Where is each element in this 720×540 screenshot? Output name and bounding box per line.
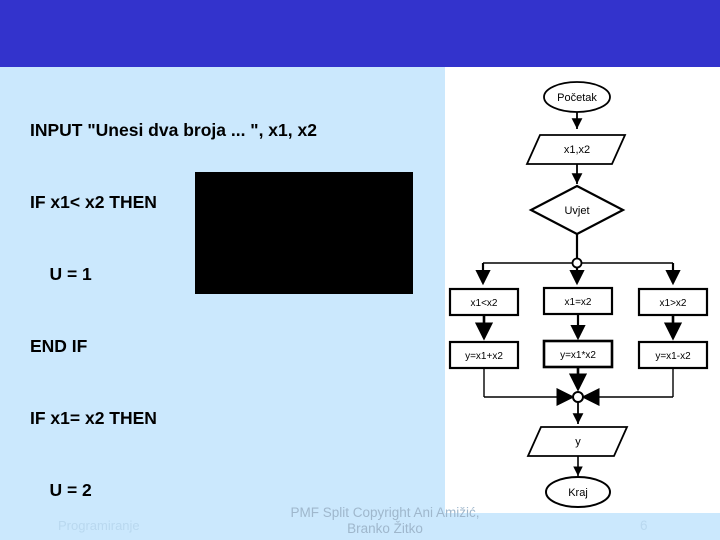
flow-node-end-shape [545,476,611,508]
footer-copyright: PMF Split Copyright Ani Amižić, Branko Ž… [255,505,515,537]
flow-node-input-label: x1,x2 [564,144,590,156]
flow-node-branch-center-label: x1=x2 [565,297,592,308]
flow-junction-bottom [572,391,584,403]
flow-node-branch-center-shape [542,286,614,316]
flow-node-calc-left-label: y=x1+x2 [465,351,503,362]
code-line: IF x1= x2 THEN [30,408,157,428]
code-line: IF x1< x2 THEN [30,192,157,212]
footer-copyright-line-1: PMF Split Copyright Ani Amižić, [290,505,480,520]
page-number: 6 [640,518,648,533]
code-line: END IF [30,336,88,356]
flowchart-svg: Početak x1,x2 Uvjet x1<x2 x1=x2 x1>x2 [448,81,709,508]
flow-node-calc-right-shape [637,340,709,370]
flow-node-branch-right-shape [637,287,709,317]
footer-band-background [0,513,720,540]
flow-node-branch-right-label: x1>x2 [660,298,687,309]
flow-node-start-label: Početak [557,92,597,104]
flow-node-decision-label: Uvjet [564,205,589,217]
redaction-rectangle [195,172,413,294]
flow-node-output-label: y [575,436,581,448]
footer-copyright-line-2: Branko Žitko [347,521,423,536]
code-line: U = 1 [30,264,92,284]
flow-node-calc-right-label: y=x1-x2 [655,351,691,362]
slide-header-bar [0,0,720,67]
code-line: INPUT "Unesi dva broja ... ", x1, x2 [30,120,317,140]
flowchart-figure: Početak x1,x2 Uvjet x1<x2 x1=x2 x1>x2 [445,67,720,513]
content-panel-background [0,67,445,540]
footer-subject-label: Programiranje [58,518,140,533]
flow-node-branch-left-label: x1<x2 [471,298,498,309]
flow-junction-top [571,257,583,269]
code-listing: INPUT "Unesi dva broja ... ", x1, x2 IF … [30,70,430,540]
flow-node-end-label: Kraj [568,487,588,499]
flow-node-calc-left-shape [448,340,520,370]
flow-node-output-shape [526,426,629,457]
flow-node-calc-center-label: y=x1*x2 [560,350,596,361]
flow-node-branch-left-shape [448,287,520,317]
flow-node-input-shape [525,134,627,165]
flow-node-calc-center-shape [542,339,614,369]
code-line: U = 2 [30,480,92,500]
